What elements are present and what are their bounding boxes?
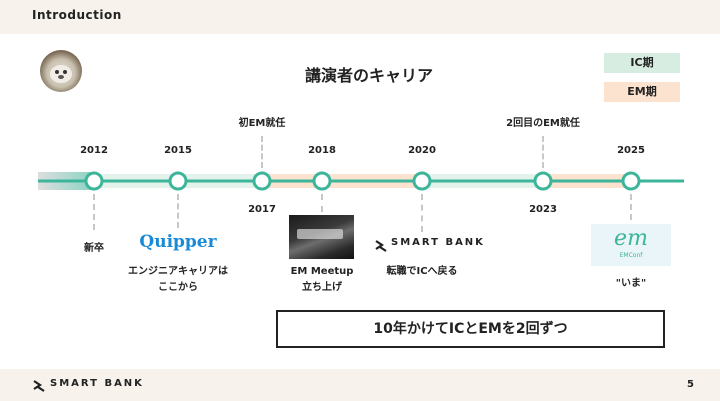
smartbank-logo-text: SMART BANK: [391, 237, 485, 248]
node-2017: [252, 171, 272, 191]
quipper-caption-line2: ここから: [158, 282, 198, 293]
connector-2017-top: [261, 136, 263, 168]
first-em-label: 初EM就任: [238, 118, 286, 129]
node-2023: [533, 171, 553, 191]
footer-logo-text: SMART BANK: [50, 378, 144, 389]
year-label: 2015: [164, 145, 192, 156]
smartbank-mark-icon: [33, 380, 45, 392]
now-caption: "いま": [615, 278, 647, 289]
event-new-grad: 新卒: [84, 243, 104, 254]
page-title: 講演者のキャリア: [304, 66, 433, 85]
meetup-photo: [289, 215, 354, 259]
header-bar: Introduction: [0, 0, 720, 34]
legend-ic: IC期: [604, 53, 680, 73]
section-title: Introduction: [32, 8, 122, 22]
avatar-icon: [50, 65, 72, 83]
smartbank-mark-icon: [375, 240, 387, 252]
footer-bar: SMART BANK 5: [0, 369, 720, 401]
connector-2025: [630, 194, 632, 220]
avatar: [40, 50, 82, 92]
connector-2015: [177, 194, 179, 228]
emconf-logo-sub: EMConf: [619, 252, 643, 259]
connector-2012: [93, 194, 95, 230]
legend-em: EM期: [604, 82, 680, 102]
connector-2018: [321, 194, 323, 212]
node-2015: [168, 171, 188, 191]
year-label: 2023: [529, 204, 557, 215]
year-label: 2018: [308, 145, 336, 156]
year-label: 2020: [408, 145, 436, 156]
page-number: 5: [687, 379, 694, 390]
connector-2020: [421, 194, 423, 232]
summary-caption: 10年かけてICとEMを2回ずつ: [276, 310, 665, 348]
node-2012: [84, 171, 104, 191]
emconf-logo: em EMConf: [591, 224, 671, 266]
node-2018: [312, 171, 332, 191]
node-2025: [621, 171, 641, 191]
connector-2023-top: [542, 136, 544, 168]
year-label: 2017: [248, 204, 276, 215]
second-em-label: 2回目のEM就任: [506, 118, 580, 129]
smartbank-caption: 転職でICへ戻る: [386, 266, 458, 277]
year-label: 2012: [80, 145, 108, 156]
meetup-caption-line1: EM Meetup: [290, 266, 354, 277]
quipper-logo: Quipper: [139, 232, 217, 252]
meetup-caption-line2: 立ち上げ: [302, 282, 342, 293]
year-label: 2025: [617, 145, 645, 156]
node-2020: [412, 171, 432, 191]
emconf-logo-mark: em: [614, 226, 648, 251]
quipper-caption-line1: エンジニアキャリアは: [128, 266, 228, 277]
